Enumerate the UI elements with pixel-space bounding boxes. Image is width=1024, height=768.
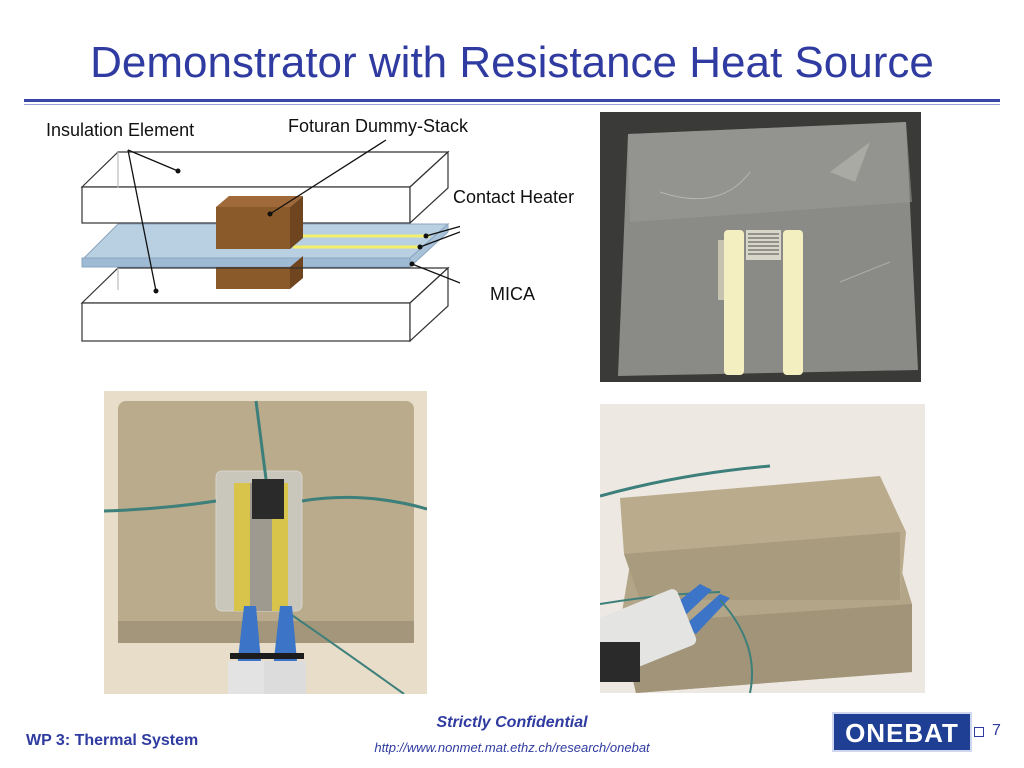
insulation-bottom <box>80 266 450 343</box>
leader-lines <box>127 139 460 292</box>
leader-dots <box>153 168 429 294</box>
heater-stack-diagram <box>80 139 460 343</box>
photo-block-side-view <box>600 404 925 693</box>
label-mica: MICA <box>490 284 535 304</box>
label-insulation-element: Insulation Element <box>46 120 195 140</box>
footer-confidential: Strictly Confidential <box>436 714 588 731</box>
label-contact-heater: Contact Heater <box>453 187 575 207</box>
slide-number: 7 <box>992 722 1001 739</box>
slide-title: Demonstrator with Resistance Heat Source <box>90 38 934 87</box>
title-rule-thin <box>24 104 1000 105</box>
photo-heater-plate <box>600 112 921 382</box>
onebat-logo: ONEBAT <box>832 712 972 752</box>
foturan-top <box>216 196 303 249</box>
footer-url[interactable]: http://www.nonmet.mat.ethz.ch/research/o… <box>374 740 650 755</box>
logo-text: ONEBAT <box>845 718 959 748</box>
title-rule <box>24 99 1000 102</box>
square-icon <box>974 727 984 737</box>
footer-section: WP 3: Thermal System <box>26 732 199 749</box>
photo-block-top-view <box>104 391 427 694</box>
label-foturan-stack: Foturan Dummy-Stack <box>288 116 469 136</box>
foturan-bottom <box>216 256 303 289</box>
